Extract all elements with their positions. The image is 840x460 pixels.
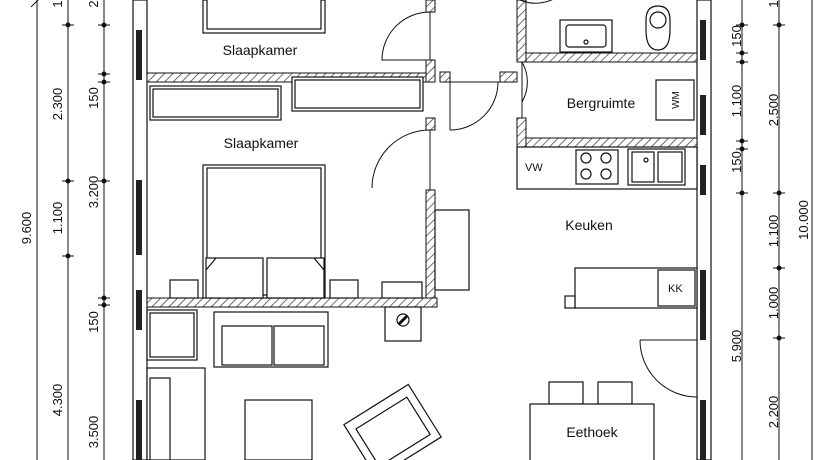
dim-left-inner-4: 150 (86, 311, 101, 333)
left-dimension-lines (30, 0, 110, 460)
kitchen-island (564, 267, 698, 309)
dim-left-outer-1: 9.600 (19, 212, 34, 245)
room-label-bergruimte: Bergruimte (567, 95, 636, 111)
washing-machine (655, 79, 695, 121)
dim-right-inner-3: 150 (729, 151, 744, 173)
vw-label: VW (525, 162, 543, 174)
dim-right-mid-3: 1.100 (766, 215, 781, 248)
exterior-walls (132, 0, 712, 460)
dim-left-inner-1: 2 (86, 0, 101, 7)
dim-left-inner-2: 150 (86, 87, 101, 109)
dim-left-mid-3: 1.100 (50, 202, 65, 235)
dim-right-inner-2: 1.100 (729, 85, 744, 118)
right-dimension-lines (736, 0, 813, 460)
nightstands (169, 279, 423, 299)
room-label-slaapkamer-top: Slaapkamer (223, 42, 298, 58)
room-label-keuken: Keuken (565, 217, 612, 233)
dim-right-mid-1: 1 (766, 0, 781, 7)
dim-right-outer-1: 10.000 (796, 200, 811, 240)
doors (371, 0, 698, 398)
dim-left-mid-4: 4.300 (50, 384, 65, 417)
kitchen-counter (516, 146, 698, 190)
dining-set (529, 381, 655, 460)
dim-right-inner-4: 5.900 (729, 330, 744, 363)
dim-right-mid-5: 2.200 (766, 396, 781, 429)
dim-right-mid-2: 2.500 (766, 94, 781, 127)
room-label-eethoek: Eethoek (566, 424, 618, 440)
bed-top (202, 0, 326, 34)
lamp (384, 306, 422, 342)
desk (434, 209, 470, 291)
dim-left-mid-2: 2.300 (50, 88, 65, 121)
wardrobes (149, 76, 424, 121)
dim-left-mid-1: 1 (50, 0, 65, 7)
bath-fixtures (559, 5, 671, 53)
living-furniture (146, 309, 443, 460)
dim-left-inner-5: 3.500 (86, 416, 101, 449)
double-bed (202, 164, 326, 299)
kk-label: KK (668, 283, 683, 295)
dim-right-mid-4: 1.000 (766, 287, 781, 320)
wm-label: WM (671, 91, 682, 109)
dim-right-inner-1: 150 (729, 25, 744, 47)
dim-left-inner-3: 3.200 (86, 176, 101, 209)
room-label-slaapkamer-mid: Slaapkamer (224, 135, 299, 151)
